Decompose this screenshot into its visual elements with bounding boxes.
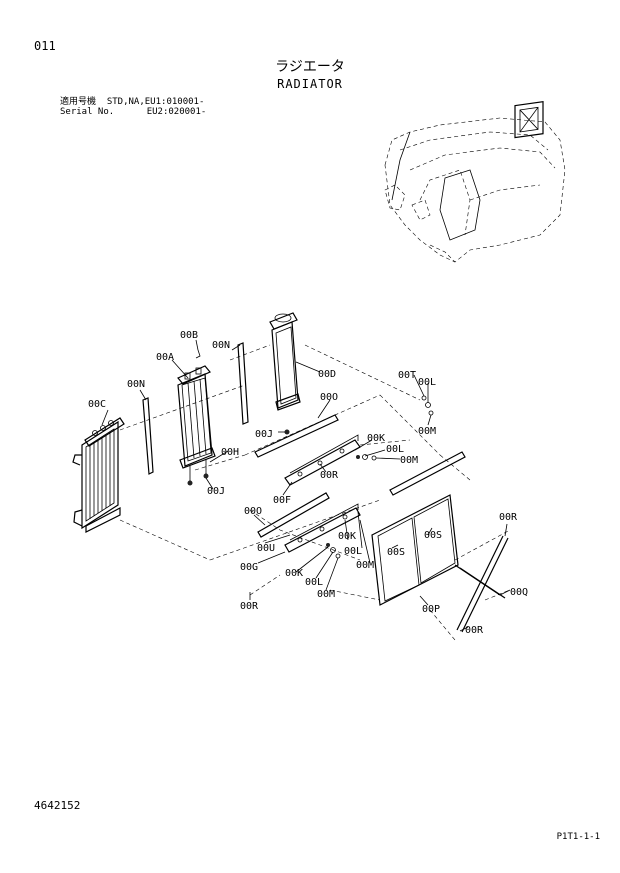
label-00l-upper: 00L [386, 444, 404, 455]
label-00p: 00P [422, 604, 440, 615]
label-00o-lower: 00O [244, 506, 262, 517]
label-00l-lower: 00L [305, 577, 323, 588]
label-00u: 00U [257, 543, 275, 554]
machine-location-inset [384, 101, 566, 263]
callout-labels: 00B 00A 00N 00N 00C 00D 00J 00H 00J 00O … [88, 330, 528, 636]
oil-cooler-00a [177, 365, 216, 486]
label-00t: 00T [398, 370, 416, 381]
label-00m-lower: 00M [317, 589, 335, 600]
label-00m-top: 00M [418, 426, 436, 437]
serial-applicability-line-2: Serial No. EU2:020001- [60, 107, 207, 117]
leader-lines [101, 339, 511, 632]
label-00r-right: 00R [499, 512, 518, 523]
serial-applicability-line-1: 適用号機 STD,NA,EU1:010001- [60, 97, 205, 107]
label-00f: 00F [273, 495, 291, 506]
seal-bar-00m [389, 451, 466, 496]
label-00q: 00Q [510, 587, 528, 598]
label-00g: 00G [240, 562, 258, 573]
label-00m-upper: 00M [400, 455, 418, 466]
page-title-japanese: ラジエータ [275, 59, 345, 75]
label-00s-left: 00S [387, 547, 405, 558]
label-00n-left: 00N [127, 379, 145, 390]
seal-bar-00o-upper [254, 414, 339, 458]
seal-strip-00n-center [237, 342, 249, 425]
label-00n-center: 00N [212, 340, 230, 351]
label-00b: 00B [180, 330, 198, 341]
stay-rod-00q [454, 535, 509, 633]
label-00o-upper: 00O [320, 392, 338, 403]
label-00m-mid: 00M [356, 560, 374, 571]
assembly-guide-lines [119, 344, 511, 641]
seal-strip-00n-left [142, 397, 154, 475]
screen-panel-00p [371, 494, 459, 606]
label-00k-lower: 00K [285, 568, 303, 579]
page-number: 011 [34, 39, 56, 53]
radiator-core-00c [72, 417, 125, 533]
hardware-lower [326, 543, 341, 559]
seal-bar-00o-lower [257, 492, 330, 538]
label-00a: 00A [156, 352, 174, 363]
figure-reference: P1T1-1-1 [556, 832, 600, 842]
clip-00b [195, 349, 201, 359]
label-00j-upper: 00J [255, 429, 273, 440]
label-00k-mid: 00K [338, 531, 356, 542]
label-00l-top: 00L [418, 377, 436, 388]
label-00h: 00H [221, 447, 239, 458]
label-00l-mid: 00L [344, 546, 362, 557]
label-00s-right: 00S [424, 530, 442, 541]
label-00r-bottom: 00R [465, 625, 484, 636]
label-00r-left: 00R [240, 601, 259, 612]
hardware-top-right [421, 395, 434, 416]
label-00r-center: 00R [320, 470, 339, 481]
label-00k-upper: 00K [367, 433, 385, 444]
label-00j-lower: 00J [207, 486, 225, 497]
document-code: 4642152 [34, 799, 81, 812]
label-00d: 00D [318, 369, 336, 380]
bracket-00u [284, 503, 361, 553]
bolt-00j-upper [284, 429, 290, 435]
page-title: RADIATOR [277, 77, 343, 91]
label-00c: 00C [88, 399, 106, 410]
intercooler-00d [269, 312, 301, 411]
